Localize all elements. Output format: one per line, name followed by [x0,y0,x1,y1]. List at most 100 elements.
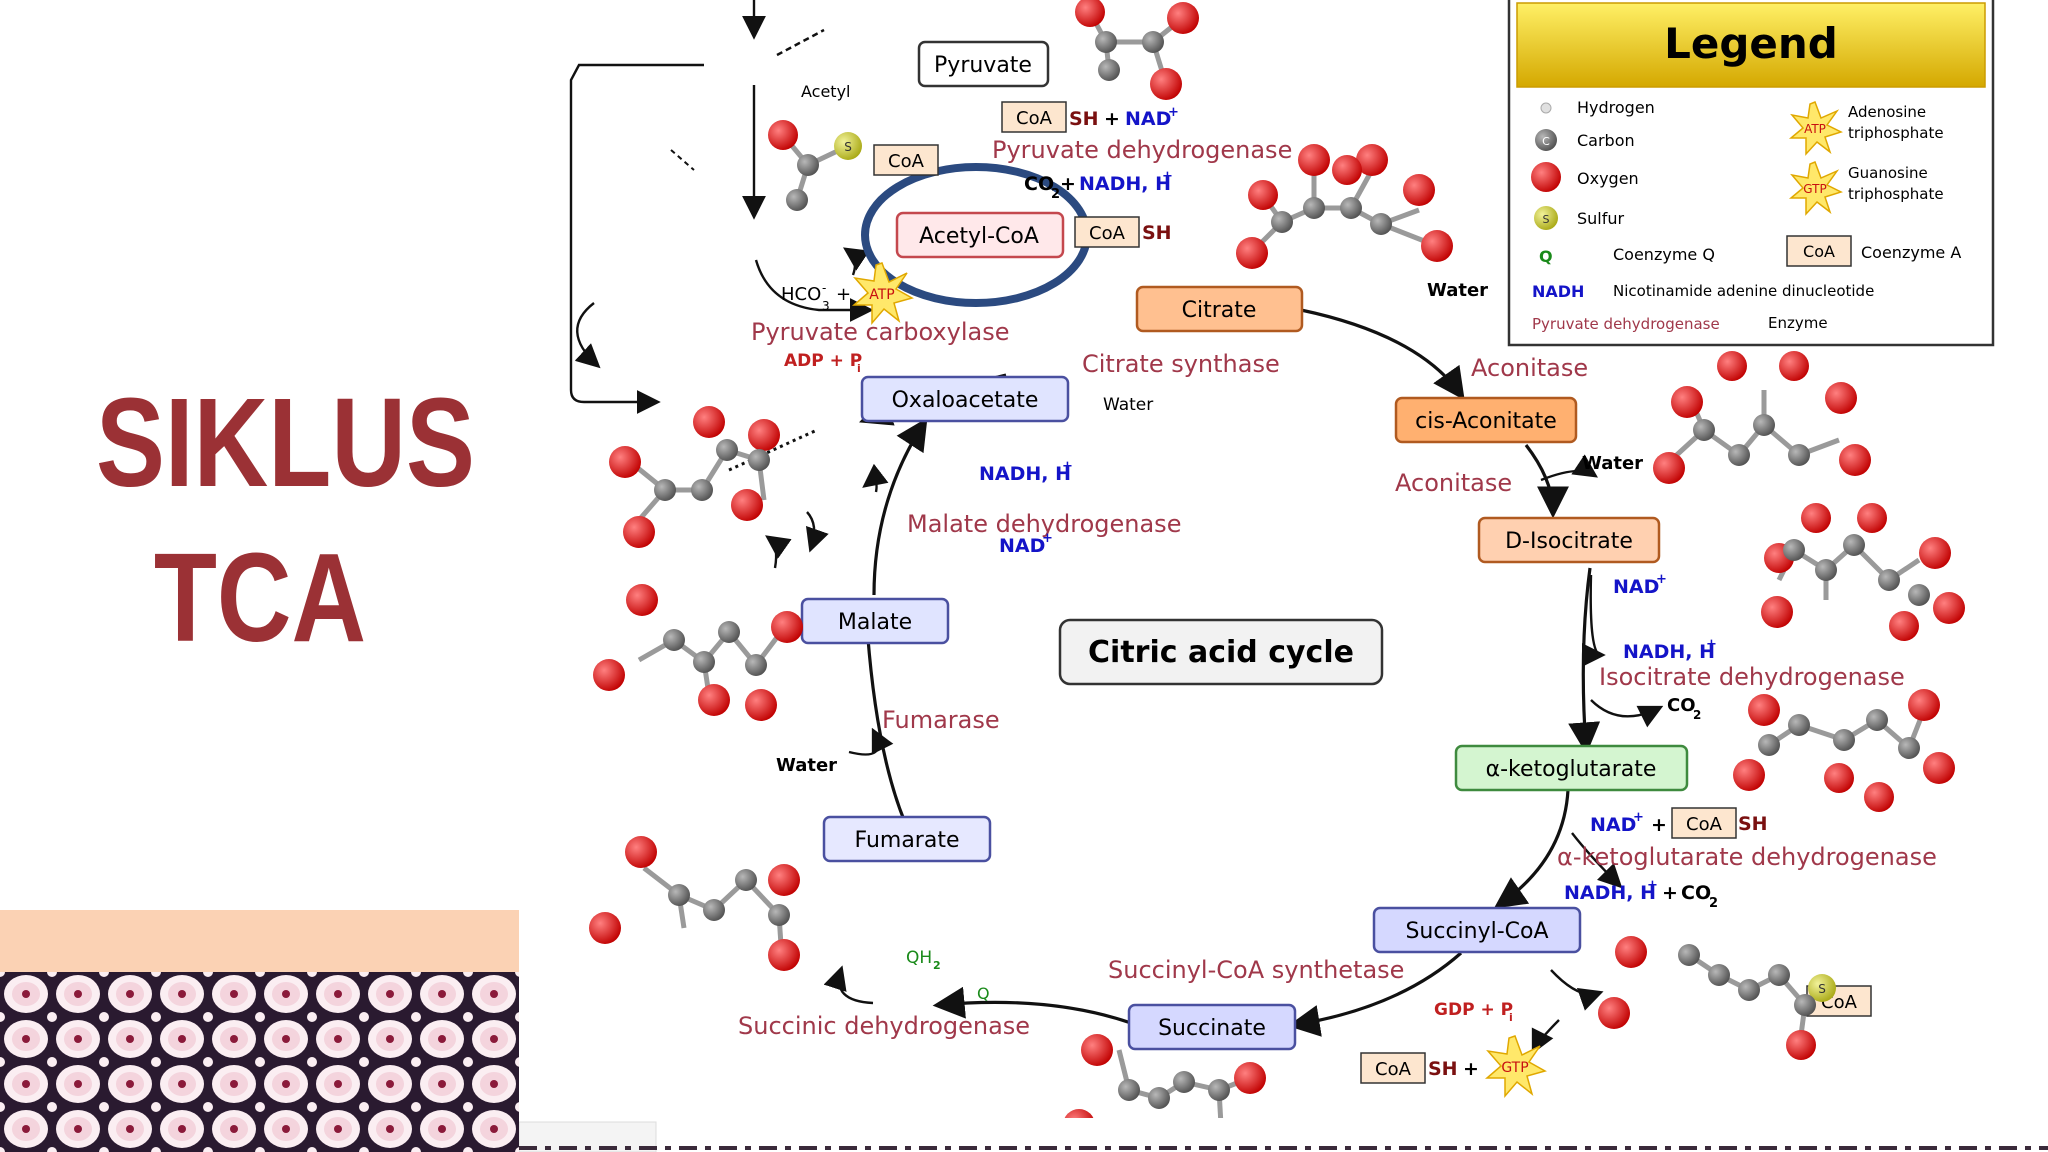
node-citrate-label: Citrate [1182,298,1257,323]
legend-coa-desc: Coenzyme A [1861,243,1961,262]
node-d-isocitrate-label: D-Isocitrate [1505,529,1633,554]
legend-atp-desc-2: triphosphate [1848,124,1944,142]
center-label: Citric acid cycle [1088,635,1354,670]
enzyme-malate-dehydrogenase: Malate dehydrogenase [907,510,1181,538]
nadh-label-pdh: NADH, H [1079,173,1171,195]
citric-acid-cycle-diagram: Pyruvate Acetyl-CoA Citrate cis-Aconitat… [519,0,2048,1152]
plus-label-hco3: + [836,284,851,305]
node-acetyl-coa-label: Acetyl-CoA [919,224,1039,249]
enzyme-isocitrate-dehydrogenase: Isocitrate dehydrogenase [1599,663,1905,691]
legend-carbon-symbol: C [1542,135,1550,148]
nad-label-akg: NAD [1590,814,1636,836]
legend-gtp-symbol: GTP [1803,182,1826,196]
legend-sulfur-symbol: S [1543,213,1550,226]
node-succinate-label: Succinate [1158,1016,1266,1041]
gdp-pi-sub: i [1509,1011,1513,1024]
atp-star-label: ATP [869,287,894,303]
legend-hydrogen: Hydrogen [1577,98,1655,117]
nad-plus-akg: + [1633,810,1644,825]
node-oxaloacetate: Oxaloacetate [860,375,1070,423]
legend-enzyme-example: Pyruvate dehydrogenase [1532,315,1720,333]
adp-pi-sub: i [857,362,861,375]
legend-atp-desc-1: Adenosine [1848,103,1926,121]
node-pyruvate: Pyruvate [917,40,1050,88]
h-plus-mdh: + [1062,459,1073,474]
enzyme-pyruvate-dehydrogenase: Pyruvate dehydrogenase [992,136,1292,164]
molecule-models: S S [589,0,1965,1152]
h-plus-pdh: + [1162,169,1173,184]
oxaloacetate-molecule-icon [609,406,780,548]
enzyme-fumarase: Fumarase [882,706,1000,734]
acetyl-sulfur-label: S [844,140,852,154]
node-fumarate-label: Fumarate [855,828,960,853]
nad-label-pdh: NAD [1125,108,1171,130]
enzyme-aconitase-1: Aconitase [1471,354,1588,382]
acetyl-label: Acetyl [801,82,851,101]
succinyl-coa-molecule-icon: S [1598,936,1836,1060]
node-pyruvate-label: Pyruvate [934,53,1032,78]
co2-label-pdh: CO [1024,173,1054,195]
gdp-pi-label: GDP + P [1434,1000,1513,1020]
co2-sub-pdh: 2 [1051,187,1060,202]
legend-atp-icon: ATP [1788,101,1843,156]
legend-carbon: Carbon [1577,131,1635,150]
plus-label-akg: + [1651,814,1667,836]
gtp-star-label: GTP [1501,1060,1528,1076]
enzyme-alpha-ketoglutarate-dehydrogenase: α-ketoglutarate dehydrogenase [1557,843,1937,871]
enzyme-succinyl-coa-synthetase: Succinyl-CoA synthetase [1108,956,1404,984]
plus-label-akg-2: + [1662,882,1678,904]
legend-nadh-symbol: NADH [1532,282,1584,301]
co2-sub-akg: 2 [1709,896,1718,911]
node-alpha-ketoglutarate: α-ketoglutarate [1454,744,1689,792]
malate-molecule-icon [593,584,803,721]
legend-coa-symbol: CoA [1803,242,1835,261]
node-succinate: Succinate [1127,1003,1297,1051]
sh-label-citrate: SH [1142,222,1172,244]
cis-aconitate-molecule-icon [1653,351,1871,484]
isocitrate-molecule-icon [1761,503,1965,641]
h-plus-idh: + [1706,637,1717,652]
pyruvate-molecule-icon [1075,0,1199,100]
legend: Legend Hydrogen C Carbon Oxygen S Sulfur… [1507,0,1995,347]
legend-q-symbol: Q [1539,247,1553,266]
nad-plus-mdh: + [1042,531,1053,546]
nadh-label-mdh: NADH, H [979,463,1071,485]
enzyme-succinic-dehydrogenase: Succinic dehydrogenase [738,1012,1030,1040]
nadh-label-akg: NADH, H [1564,882,1656,904]
q-label: Q [977,984,990,1003]
hco3-minus: - [822,281,826,295]
plus-label-pdh-2: + [1060,173,1076,195]
node-fumarate: Fumarate [822,815,992,863]
legend-nadh-desc: Nicotinamide adenine dinucleotide [1613,282,1874,300]
legend-atp-symbol: ATP [1804,122,1826,136]
hco3-sub: 3 [822,299,830,313]
fumarate-molecule-icon [589,836,800,971]
slide-title-line-1: SIKLUS [96,372,475,513]
node-d-isocitrate: D-Isocitrate [1477,516,1661,564]
water-label-aconitase: Water [1427,280,1488,301]
nadh-label-idh: NADH, H [1623,641,1715,663]
qh2-sub: 2 [933,959,941,972]
water-label-fumarase: Water [776,755,837,776]
nad-label-idh: NAD [1613,576,1659,598]
legend-gtp-icon: GTP [1788,161,1843,216]
node-acetyl-coa: Acetyl-CoA [895,211,1065,259]
node-oxaloacetate-label: Oxaloacetate [892,388,1039,413]
node-citrate: Citrate [1135,285,1304,333]
qh2-label: QH [906,948,932,968]
coa-box-akg: CoA [1686,814,1723,835]
legend-sulfur: Sulfur [1577,209,1625,228]
decorative-strip [0,910,519,972]
node-succinyl-coa: Succinyl-CoA [1372,906,1582,954]
succinyl-sulfur-label: S [1818,982,1826,996]
sh-label-succinyl: SH [1428,1058,1458,1080]
node-cis-aconitate-label: cis-Aconitate [1415,409,1557,434]
citrate-molecule-icon [1236,144,1453,269]
gtp-star-icon: GTP [1484,1035,1547,1099]
adp-pi-label: ADP + P [784,351,862,371]
center-label-box: Citric acid cycle [1058,618,1384,686]
legend-enzyme-desc: Enzyme [1768,314,1828,332]
water-label-citrate: Water [1103,395,1153,415]
enzyme-citrate-synthase: Citrate synthase [1082,350,1280,378]
water-label-aconitase-2: Water [1582,453,1643,474]
